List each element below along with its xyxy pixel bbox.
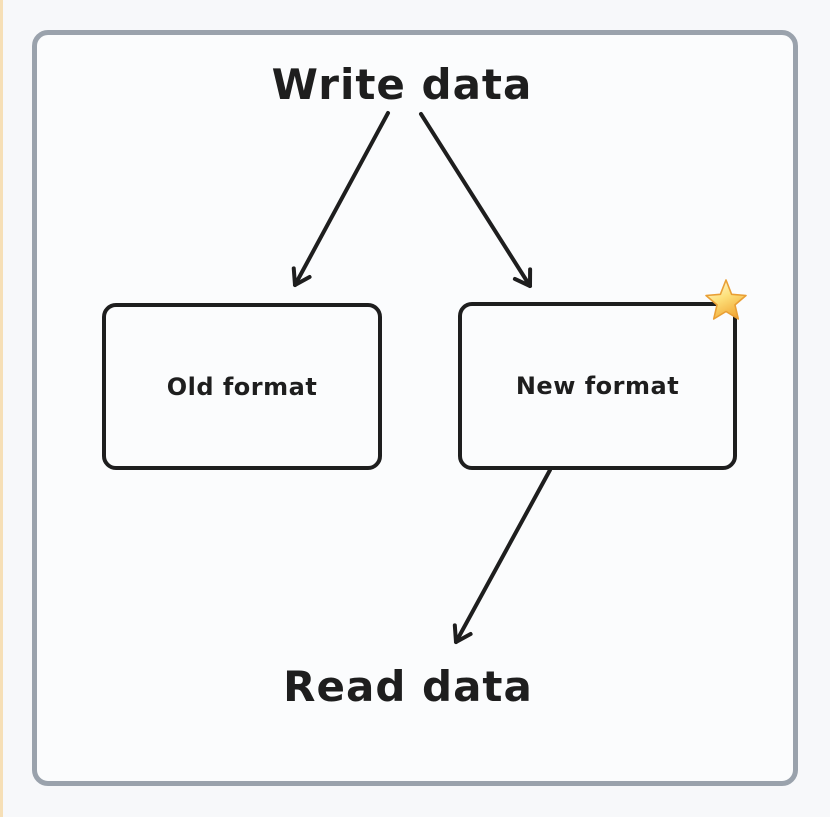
new-format-label: New format (515, 372, 680, 400)
star-icon (705, 279, 747, 320)
write-data-label: Write data (271, 60, 533, 109)
left-edge-strip (0, 0, 3, 817)
read-data-label: Read data (283, 662, 533, 711)
old-format-label: Old format (166, 372, 318, 401)
old-format-node: Old format (102, 303, 382, 470)
new-format-node: New format (458, 302, 737, 470)
canvas-frame (32, 30, 798, 786)
